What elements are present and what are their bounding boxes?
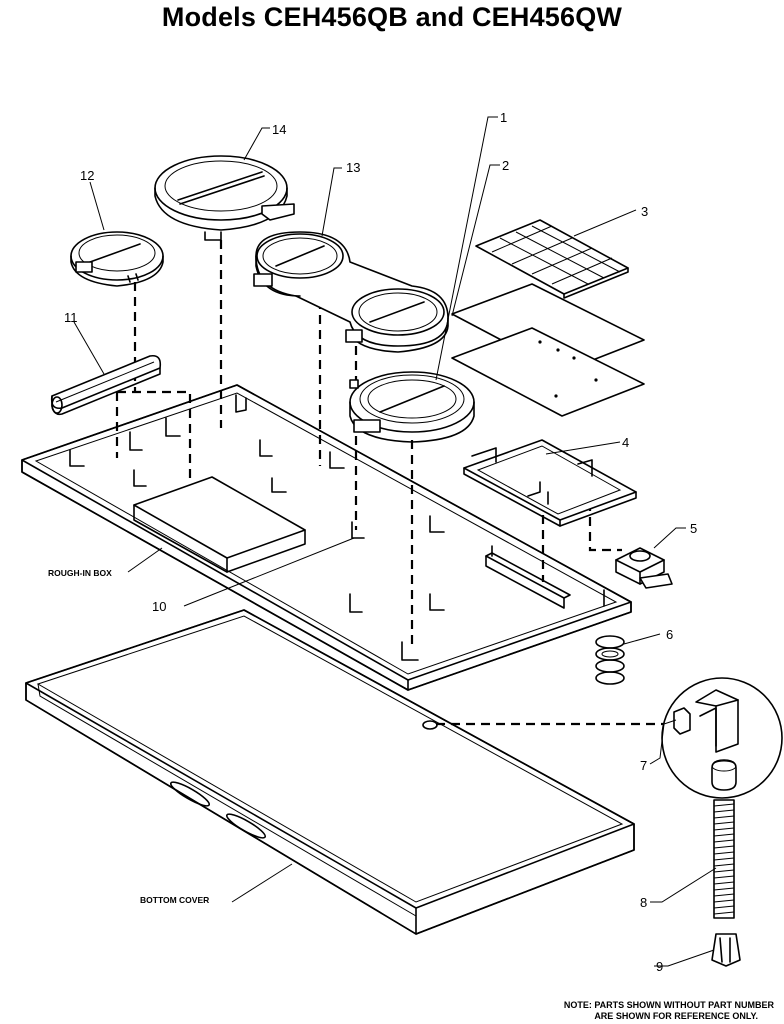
reference-note-line2: ARE SHOWN FOR REFERENCE ONLY. — [594, 1011, 758, 1021]
callout-13: 13 — [346, 160, 360, 175]
callout-10: 10 — [152, 599, 166, 614]
reference-note-line1: NOTE: PARTS SHOWN WITHOUT PART NUMBER — [564, 1000, 775, 1010]
part-3-element-bracket — [475, 219, 629, 299]
leader-lines — [73, 116, 717, 967]
part-1-surface-element — [349, 371, 475, 443]
callout-8: 8 — [640, 895, 647, 910]
part-14-large-surface-element — [154, 155, 295, 241]
bottom-cover — [25, 609, 635, 935]
part-7-clip-detail — [661, 677, 783, 799]
part-12-small-surface-element — [70, 231, 164, 287]
callout-1: 1 — [500, 110, 507, 125]
insulation-panels — [451, 283, 645, 417]
callout-2: 2 — [502, 158, 509, 173]
rough-in-box — [21, 384, 632, 691]
part-9-foot — [711, 933, 741, 967]
callout-3: 3 — [641, 204, 648, 219]
part-4-mounting-bracket — [463, 439, 637, 527]
callout-14: 14 — [272, 122, 286, 137]
bottom-cover-label: BOTTOM COVER — [140, 895, 209, 905]
part-5-infinite-switch — [615, 547, 673, 589]
callout-7: 7 — [640, 758, 647, 773]
part-13-dual-surface-element — [253, 231, 449, 353]
callout-5: 5 — [690, 521, 697, 536]
callout-6: 6 — [666, 627, 673, 642]
part-11-trim-strip — [50, 354, 162, 416]
part-6-spring — [595, 635, 625, 685]
rough-in-box-label: ROUGH-IN BOX — [48, 568, 112, 578]
callout-11: 11 — [64, 310, 78, 325]
callout-4: 4 — [622, 435, 629, 450]
part-8-leveling-spring — [713, 799, 735, 919]
callout-9: 9 — [656, 959, 663, 974]
callout-12: 12 — [80, 168, 94, 183]
page-title: Models CEH456QB and CEH456QW — [161, 2, 623, 32]
